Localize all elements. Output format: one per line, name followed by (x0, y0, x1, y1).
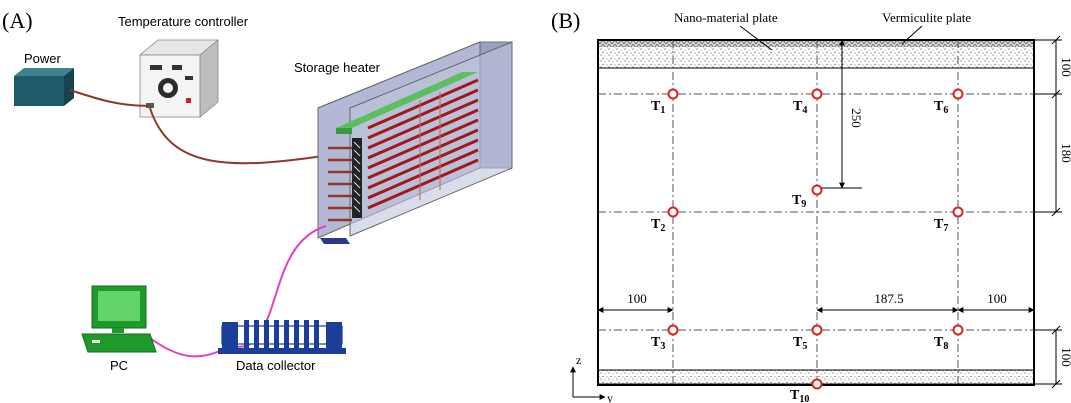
sensor-label-t4: T4 (793, 99, 807, 116)
sensor-label-t6: T6 (934, 99, 948, 116)
power-supply-box (14, 68, 74, 106)
controller-cable (149, 107, 331, 165)
temperature-controller-label: Temperature controller (118, 14, 249, 29)
dim-left-offset: 100 (627, 291, 647, 306)
temperature-controller-box (138, 39, 220, 118)
sensor-t4-marker (811, 88, 823, 100)
nano-plate-leader (739, 25, 773, 51)
sensor-label-t10: T10 (790, 388, 809, 403)
sensor-label-t8: T8 (934, 335, 948, 352)
sensor-t7-marker (952, 206, 964, 218)
pc-computer (81, 285, 157, 353)
sensor-label-t3: T3 (651, 335, 665, 352)
power-label: Power (24, 51, 62, 66)
pc-label: PC (110, 358, 128, 373)
axis-z-label: z (576, 353, 581, 367)
panel-a-label: (A) (2, 8, 33, 33)
dim-top-offset: 100 (1059, 57, 1071, 77)
dim-row-spacing: 180 (1059, 143, 1071, 163)
sensor-t10-marker (811, 378, 823, 390)
power-cable (69, 89, 151, 107)
sensor-labels: T1 T4 T6 T9 T2 T7 T3 T5 T8 T10 (651, 99, 948, 403)
nano-material-plate-label: Nano-material plate (674, 10, 778, 25)
vermiculite-plate-top (598, 40, 1034, 47)
vermiculite-plate-label: Vermiculite plate (882, 10, 971, 25)
sensor-label-t5: T5 (793, 335, 807, 352)
dim-right-offset: 100 (987, 291, 1007, 306)
sensor-t1-marker (667, 88, 679, 100)
storage-heater-label: Storage heater (294, 60, 381, 75)
right-dimension-lines (1034, 35, 1062, 389)
sensor-t5-marker (811, 324, 823, 336)
axis-indicator (570, 366, 606, 400)
vermiculite-plate-leader (901, 25, 923, 45)
sensor-label-t9: T9 (792, 193, 806, 210)
sensor-label-t7: T7 (934, 217, 948, 234)
sensor-t2-marker (667, 206, 679, 218)
pc-cable (149, 337, 223, 358)
dim-center-spacing: 187.5 (874, 291, 903, 306)
sensor-t9-marker (811, 184, 823, 196)
sensor-t8-marker (952, 324, 964, 336)
panel-a: (A) Power Temperature controller (2, 8, 513, 373)
sensor-markers (667, 88, 964, 390)
sensor-t6-marker (952, 88, 964, 100)
dim-t9-depth: 250 (849, 108, 864, 128)
sensor-label-t1: T1 (651, 99, 665, 116)
sensor-t3-marker (667, 324, 679, 336)
data-collector-label: Data collector (236, 358, 316, 373)
storage-heater (317, 41, 513, 244)
sensor-label-t2: T2 (651, 217, 665, 234)
panel-b: (B) Nano-material plate Vermiculite plat… (551, 8, 1071, 403)
axis-y-label: y (607, 391, 613, 403)
data-collector (218, 320, 346, 354)
dim-bottom-offset: 100 (1059, 347, 1071, 367)
panel-b-label: (B) (551, 8, 580, 33)
